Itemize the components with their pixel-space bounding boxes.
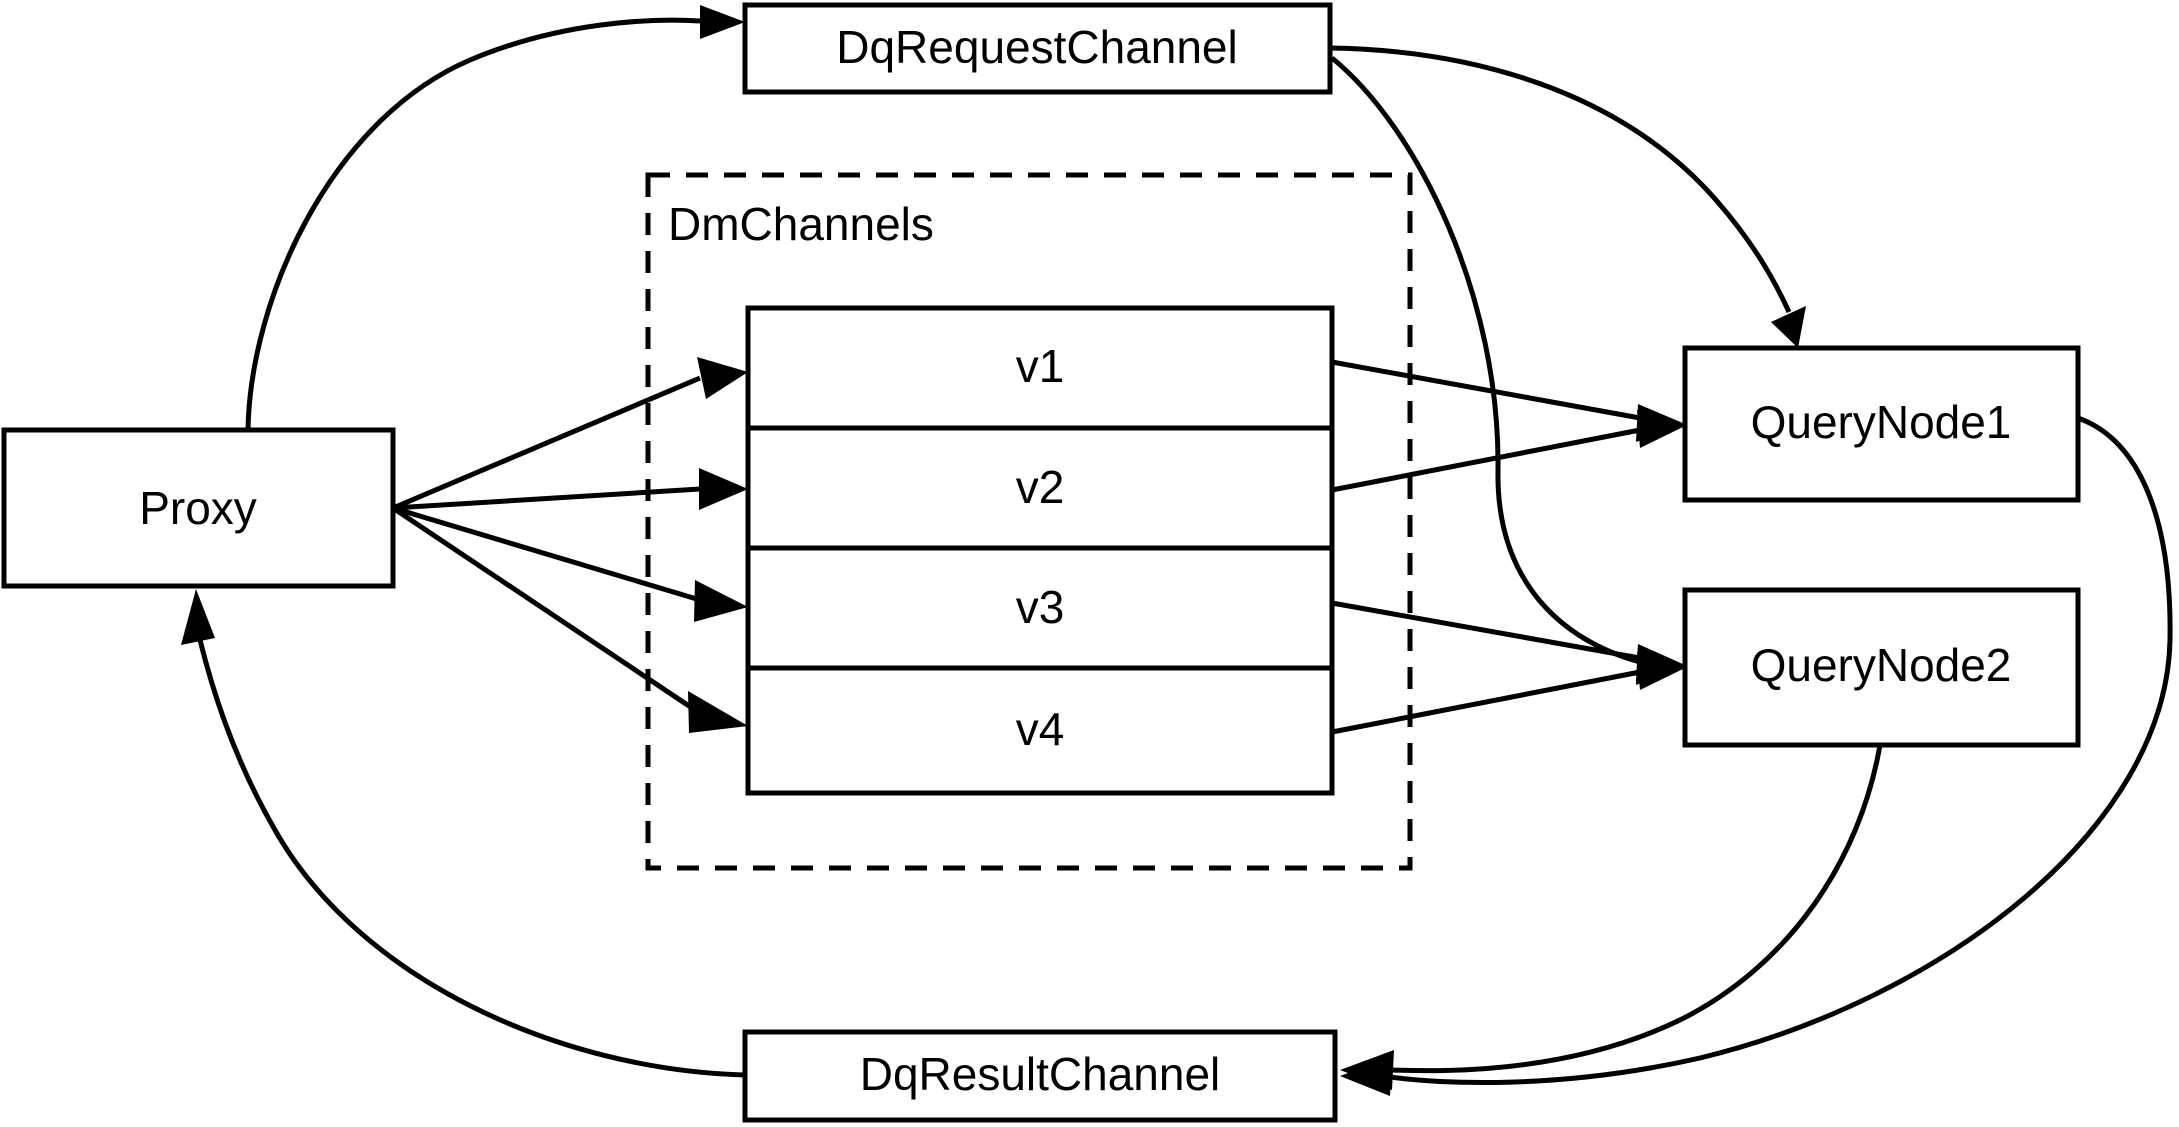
node-query-node-1[interactable]: QueryNode1 [1682, 345, 2081, 503]
dq-result-channel-box[interactable] [742, 1029, 1338, 1123]
arrow-head-icon [1637, 410, 1685, 448]
v-channel-row-v4[interactable]: v4 [1016, 703, 1065, 755]
edge-v2-to-querynode1 [1331, 410, 1685, 493]
query-node-1-label: QueryNode1 [1751, 396, 2012, 448]
v-channel-row-v3[interactable]: v3 [1016, 581, 1065, 633]
dm-channels-group-label: DmChannels [668, 198, 934, 250]
query-node-2-box[interactable] [1682, 587, 2081, 748]
arrow-head-icon [1771, 306, 1806, 348]
proxy-box[interactable] [1, 427, 396, 589]
arrow-head-icon [1340, 1050, 1394, 1090]
edge-dqresultchannel-to-proxy [181, 589, 746, 1078]
dq-request-channel-label: DqRequestChannel [836, 21, 1238, 73]
arrow-head-icon [699, 468, 748, 510]
edge-querynode1-to-dqresultchannel [1340, 415, 2173, 1096]
query-node-2-label: QueryNode2 [1751, 639, 2012, 691]
edge-v3-to-querynode2 [1331, 600, 1685, 682]
arrow-head-icon [694, 580, 748, 622]
v-channel-row-v2[interactable]: v2 [1016, 461, 1065, 513]
query-node-1-box[interactable] [1682, 345, 2081, 503]
edge-dqrequestchannel-to-querynode1 [1329, 45, 1806, 348]
node-dq-request-channel[interactable]: DqRequestChannel [742, 2, 1333, 95]
edge-proxy-to-v3 [392, 505, 748, 622]
arrow-head-icon [1637, 652, 1685, 690]
node-query-node-2[interactable]: QueryNode2 [1682, 587, 2081, 748]
dq-request-channel-box[interactable] [742, 2, 1333, 95]
dq-result-channel-label: DqResultChannel [860, 1048, 1221, 1100]
node-proxy[interactable]: Proxy [1, 427, 396, 589]
proxy-label: Proxy [139, 482, 257, 534]
node-dq-result-channel[interactable]: DqResultChannel [742, 1029, 1338, 1123]
arrow-head-icon [181, 589, 215, 645]
arrow-head-icon [688, 691, 748, 733]
dm-channels-group: DmChannels [645, 172, 1413, 871]
arrow-head-icon [700, 5, 745, 39]
edge-proxy-to-v1 [392, 357, 748, 511]
edge-proxy-to-dqrequestchannel [245, 5, 745, 431]
edge-querynode2-to-dqresultchannel [1340, 744, 1883, 1090]
arrow-head-icon [697, 357, 748, 399]
v-channel-stack: v1 v2 v3 v4 [745, 305, 1335, 796]
v-channel-row-v1[interactable]: v1 [1016, 340, 1065, 392]
edge-v4-to-querynode2 [1331, 652, 1685, 735]
edge-proxy-to-v2 [392, 468, 748, 511]
